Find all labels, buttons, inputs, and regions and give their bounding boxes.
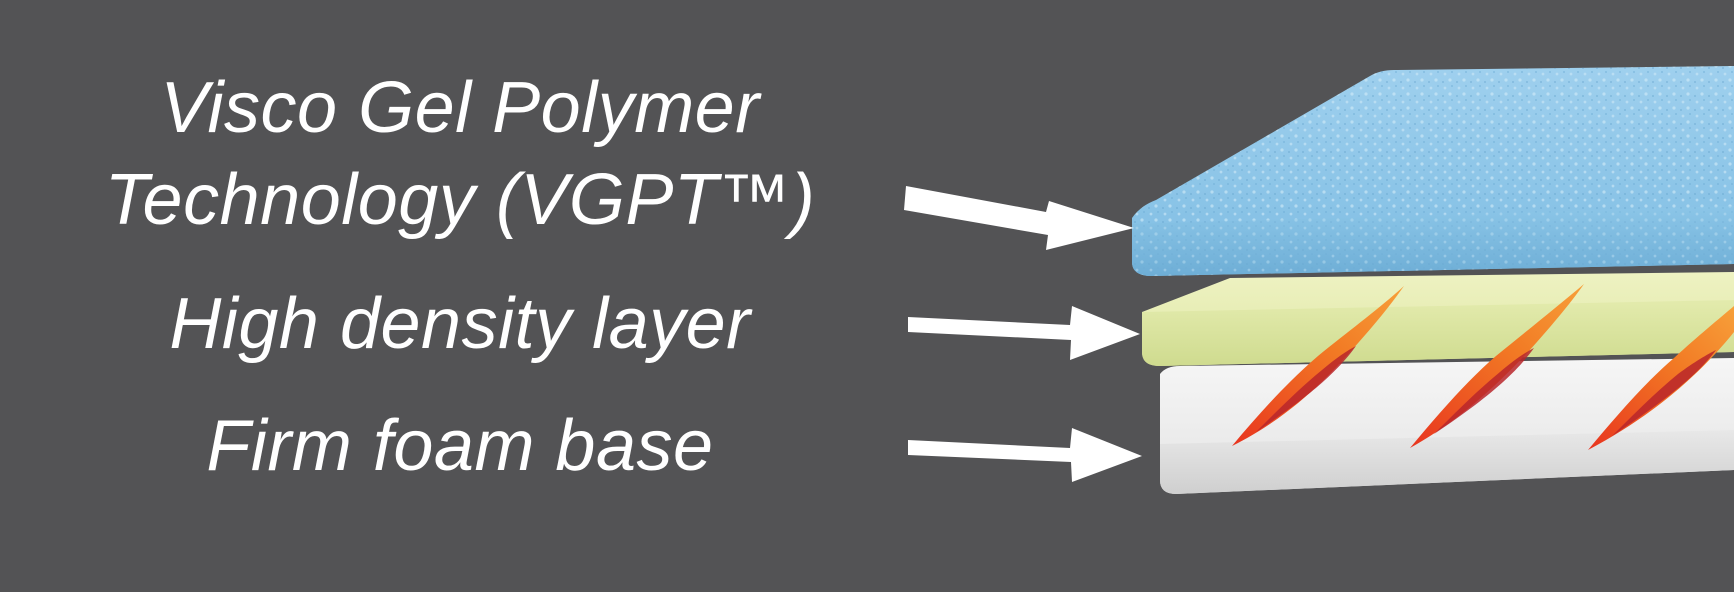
- label-high-density-layer: High density layer: [40, 278, 880, 370]
- label-visco-gel-layer: Visco Gel Polymer Technology (VGPT™): [40, 62, 880, 246]
- high-density-layer: [1142, 272, 1734, 366]
- arrow-icon: [908, 428, 1142, 482]
- firm-foam-base-layer: [1160, 358, 1734, 494]
- label-line: High density layer: [169, 284, 751, 364]
- flame-icon: [1232, 284, 1734, 450]
- label-line: Firm foam base: [206, 406, 714, 486]
- visco-gel-layer: [1132, 66, 1734, 276]
- arrow-icon: [904, 186, 1134, 250]
- label-line: Visco Gel Polymer: [160, 68, 760, 148]
- arrow-icon: [908, 306, 1140, 360]
- label-firm-foam-base: Firm foam base: [40, 400, 880, 492]
- label-line: Technology (VGPT™): [104, 160, 816, 240]
